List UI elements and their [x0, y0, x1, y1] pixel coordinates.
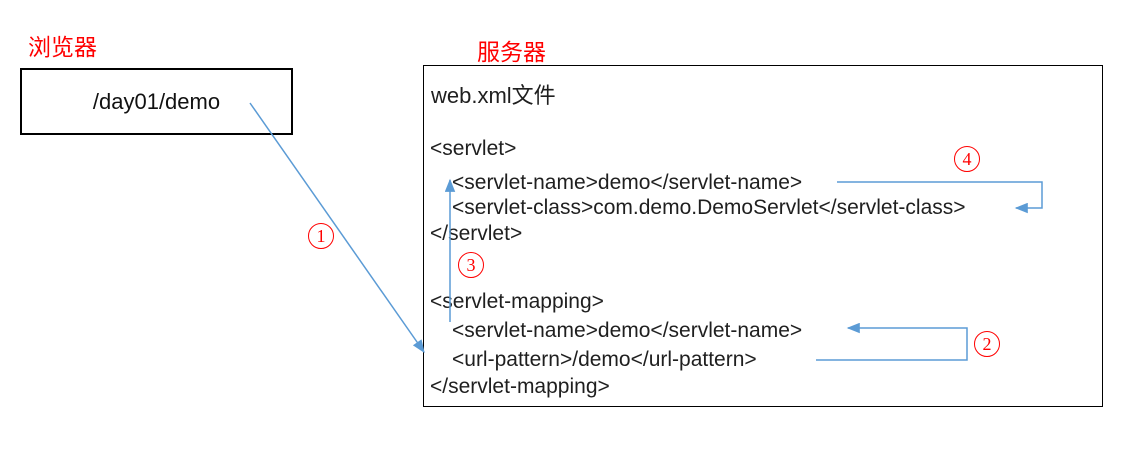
- code-line-servlet-open: <servlet>: [430, 137, 517, 160]
- code-line-servlet-close: </servlet>: [430, 222, 523, 245]
- request-path-text: /day01/demo: [92, 88, 221, 114]
- server-zone-label: 服务器: [477, 40, 546, 65]
- code-line-servlet-class: <servlet-class>com.demo.DemoServlet</ser…: [452, 196, 966, 219]
- webxml-file-title: web.xml文件: [431, 83, 556, 108]
- step-3-badge: 3: [458, 252, 484, 278]
- browser-request-box: /day01/demo: [20, 68, 293, 135]
- code-line-mapping-close: </servlet-mapping>: [430, 375, 610, 398]
- code-line-servlet-name: <servlet-name>demo</servlet-name>: [452, 171, 803, 194]
- browser-zone-label: 浏览器: [28, 35, 97, 60]
- step-4-badge: 4: [954, 146, 980, 172]
- step-1-badge: 1: [308, 223, 334, 249]
- code-line-url-pattern: <url-pattern>/demo</url-pattern>: [452, 348, 757, 371]
- code-line-mapping-open: <servlet-mapping>: [430, 290, 604, 313]
- arrow-step1-request-to-urlpattern: [249, 102, 425, 354]
- step-2-badge: 2: [974, 331, 1000, 357]
- code-line-mapping-servlet-name: <servlet-name>demo</servlet-name>: [452, 319, 803, 342]
